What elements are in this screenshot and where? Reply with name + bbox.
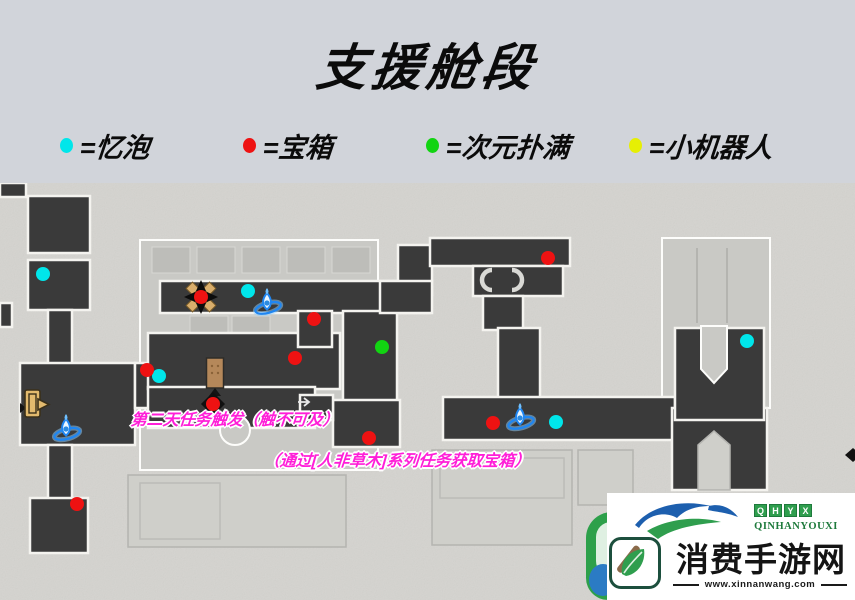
memory-bubble-marker (740, 334, 754, 348)
memory-bubble-marker (241, 284, 255, 298)
corridor-pillar (697, 430, 731, 491)
legend-label: =次元扑满 (444, 132, 571, 163)
chest-marker (288, 351, 302, 365)
memory-bubble-marker (152, 369, 166, 383)
legend-label: =宝箱 (261, 132, 334, 163)
map-markers (36, 251, 754, 511)
site-url: www.xinnanwang.com (704, 579, 816, 590)
edge-arrow-icon (845, 448, 855, 462)
chest-marker (362, 431, 376, 445)
dragon-logo-icon (635, 503, 738, 539)
game-map (0, 183, 855, 600)
passage-arrow-icon (298, 397, 311, 407)
memory-bubble-dot-icon (60, 137, 73, 153)
chest-dot-icon (243, 137, 256, 153)
legend-label: =忆泡 (78, 132, 151, 163)
enemy-star-icon (184, 280, 218, 314)
legend-item-dimension-bank: =次元扑满 (426, 128, 571, 163)
page-title: 支援舱段 (313, 40, 541, 96)
map-canvas (0, 183, 855, 600)
legend-label: =小机器人 (647, 132, 774, 163)
legend: =忆泡 =宝箱 =次元扑满 =小机器人 (0, 128, 855, 163)
initial-box: H (769, 504, 782, 517)
initial-box: Y (784, 504, 797, 517)
chest-marker (70, 497, 84, 511)
initial-box: X (799, 504, 812, 517)
memory-bubble-marker (549, 415, 563, 429)
memory-bubble-marker (36, 267, 50, 281)
watermark: Q H Y X QINHANYOUXI 消费手游网 www.xinnanwang… (607, 493, 855, 600)
initial-box: Q (754, 504, 767, 517)
map-corridors (0, 183, 769, 555)
legend-item-chest: =宝箱 (243, 128, 334, 163)
site-initials: Q H Y X (754, 504, 812, 517)
site-name-cn: 消费手游网 (676, 543, 846, 579)
map-annotation-quest-chest: （通过[人非草木]系列任务获取宝箱） (263, 453, 532, 470)
dimension-bank-marker (375, 340, 389, 354)
quest-diamond-icon (200, 391, 232, 419)
legend-item-memory-bubble: =忆泡 (60, 128, 151, 163)
lower-left-room (127, 474, 347, 548)
legend-item-robot: =小机器人 (629, 128, 774, 163)
leaf-x-logo-icon (609, 537, 661, 589)
chest-marker (541, 251, 555, 265)
site-name-latin: QINHANYOUXI (754, 521, 838, 532)
chest-marker (307, 312, 321, 326)
map-annotation-day2: 第二天任务触发（触不可及） (130, 412, 340, 429)
exit-door-icon (20, 389, 51, 418)
chest-marker (486, 416, 500, 430)
site-url-row: www.xinnanwang.com (665, 579, 855, 590)
dimension-bank-dot-icon (426, 137, 439, 153)
robot-dot-icon (629, 137, 642, 153)
chest-marker (140, 363, 154, 377)
